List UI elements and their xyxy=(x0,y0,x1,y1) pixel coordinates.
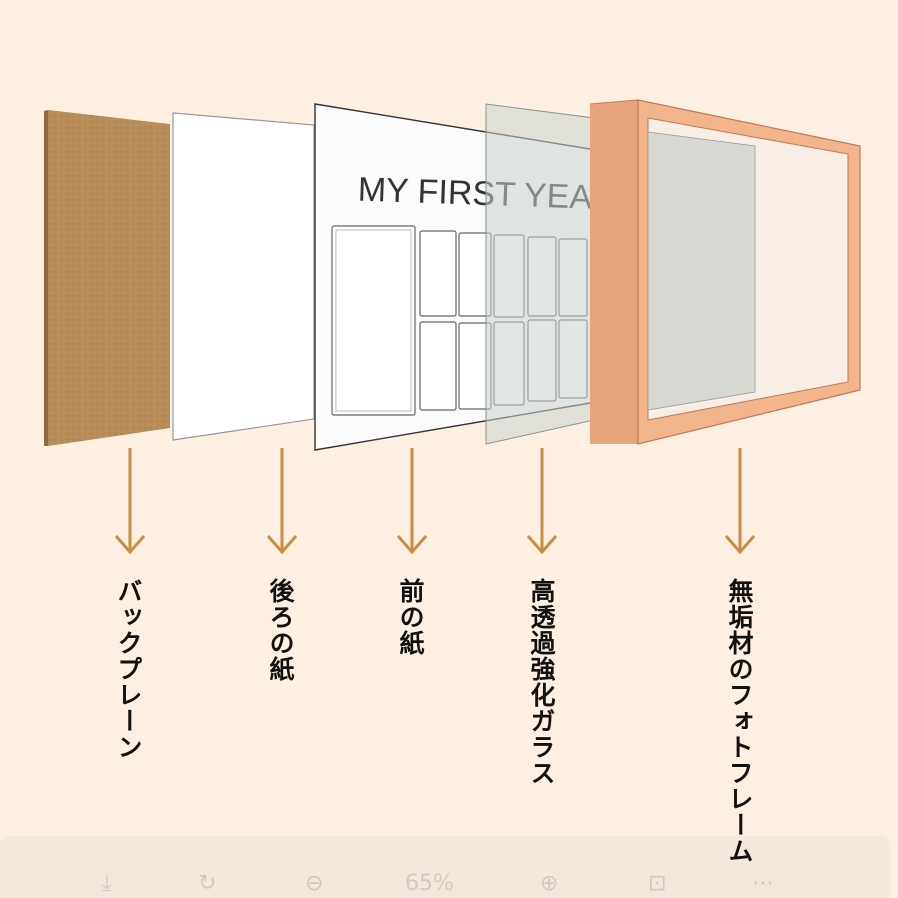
label-wooden-frame: 無垢材のフォトフレーム xyxy=(725,578,754,864)
more-icon[interactable]: ⋯ xyxy=(752,871,774,896)
fit-screen-icon[interactable]: ⊡ xyxy=(648,871,667,896)
arrow-glass xyxy=(526,448,558,555)
rotate-icon[interactable]: ↻ xyxy=(198,871,217,896)
arrow-front-paper xyxy=(396,448,428,555)
download-icon[interactable]: ⤓ xyxy=(102,871,112,896)
back-paper-layer xyxy=(172,112,315,441)
zoom-in-icon[interactable]: ⊕ xyxy=(540,871,559,896)
backplane-layer xyxy=(44,110,170,446)
glass-layer xyxy=(485,103,595,445)
arrow-backplane xyxy=(114,448,146,555)
wooden-frame-layer xyxy=(589,99,861,445)
zoom-level: 65% xyxy=(405,871,454,896)
arrow-frame xyxy=(724,448,756,555)
label-front-paper: 前の紙 xyxy=(396,578,425,656)
label-back-paper: 後ろの紙 xyxy=(266,578,295,682)
zoom-out-icon[interactable]: ⊖ xyxy=(305,871,324,896)
label-backplane: バックプレーン xyxy=(114,578,143,760)
arrow-back-paper xyxy=(266,448,298,555)
label-glass: 高透過強化ガラス xyxy=(527,578,556,786)
